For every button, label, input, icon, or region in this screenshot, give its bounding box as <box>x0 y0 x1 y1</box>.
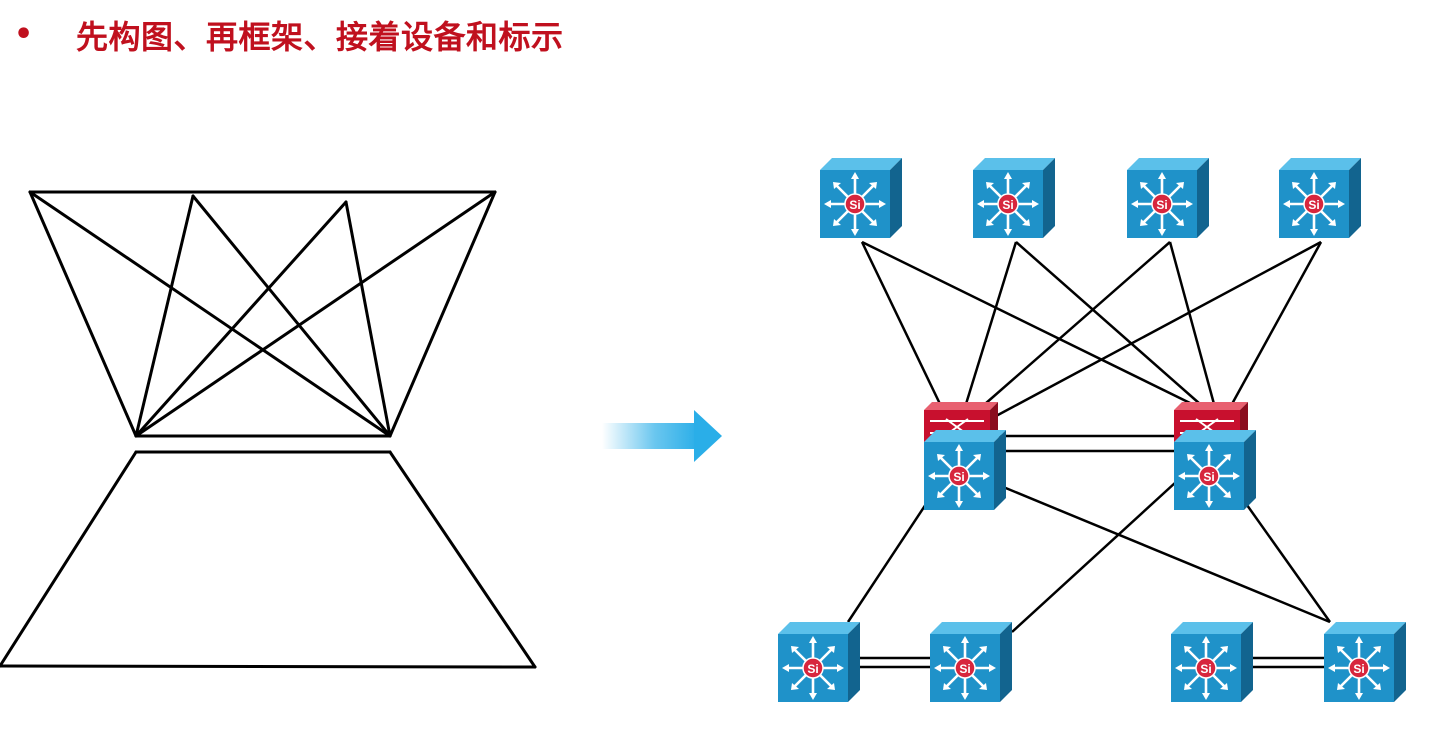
sketch-line <box>388 190 497 438</box>
switch-icon <box>1169 620 1255 704</box>
link-line <box>861 240 1193 406</box>
link-line <box>1240 497 1332 623</box>
link-line <box>860 241 942 405</box>
sketch-line <box>388 450 537 669</box>
switch-icon <box>818 156 904 240</box>
link-line <box>995 482 1331 624</box>
sketch-line <box>28 190 138 438</box>
sketch-line <box>134 200 348 438</box>
bullet-icon: • <box>14 17 34 52</box>
switch-icon <box>928 620 1014 704</box>
link-line <box>1168 241 1216 405</box>
sketch-line <box>344 200 392 438</box>
sketch-line <box>134 194 195 438</box>
sketch-line <box>134 190 497 438</box>
switch-icon <box>1172 428 1258 512</box>
page-title: 先构图、再框架、接着设备和标示 <box>76 18 564 56</box>
link-line <box>984 241 1171 405</box>
link-line <box>846 497 932 623</box>
switch-icon <box>1322 620 1408 704</box>
sketch-line <box>28 190 392 438</box>
link-line <box>1011 481 1177 633</box>
switch-icon <box>1277 156 1363 240</box>
arrow-right-icon <box>602 410 722 462</box>
heading: • 先构图、再框架、接着设备和标示 <box>14 10 564 60</box>
sketch-line <box>0 450 138 668</box>
link-line <box>964 241 1018 405</box>
link-line <box>1230 241 1323 405</box>
switch-icon <box>1125 156 1211 240</box>
sketch-diagram <box>0 190 537 669</box>
network-links <box>846 240 1332 669</box>
switch-icon <box>922 428 1008 512</box>
link-line <box>995 240 1322 418</box>
sketch-line <box>0 664 537 669</box>
switch-icon <box>971 156 1057 240</box>
link-line <box>1015 241 1201 405</box>
sketch-line <box>191 194 392 438</box>
switch-icon <box>776 620 862 704</box>
